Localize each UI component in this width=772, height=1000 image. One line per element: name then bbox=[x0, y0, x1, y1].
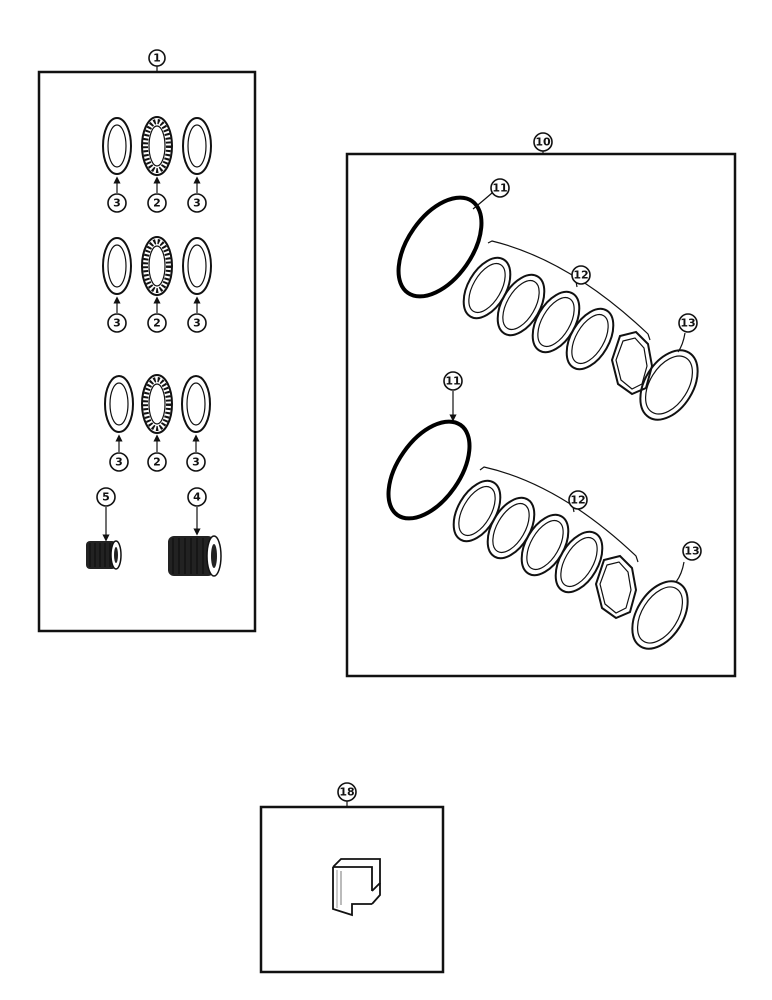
callout-2: 2 bbox=[147, 452, 167, 472]
svg-text:12: 12 bbox=[573, 269, 588, 282]
callout-3: 3 bbox=[187, 313, 207, 333]
thrust-washer bbox=[182, 237, 212, 295]
seal-ring bbox=[565, 307, 615, 371]
svg-text:3: 3 bbox=[193, 197, 201, 210]
svg-text:4: 4 bbox=[193, 491, 201, 504]
kit-18: 18 bbox=[259, 782, 445, 974]
callout-3: 3 bbox=[187, 193, 207, 213]
snap-ring bbox=[639, 349, 699, 421]
seal-ring bbox=[554, 530, 604, 594]
thrust-bearing bbox=[141, 374, 173, 434]
svg-text:3: 3 bbox=[113, 317, 121, 330]
svg-text:11: 11 bbox=[492, 182, 507, 195]
kit-18-box bbox=[259, 805, 445, 974]
kit-18-callout: 18 bbox=[337, 782, 357, 802]
thrust-bearing bbox=[141, 116, 173, 176]
thrust-washer bbox=[181, 375, 211, 433]
callout-2: 2 bbox=[147, 193, 167, 213]
kit-18-label: 18 bbox=[339, 786, 354, 799]
o-ring bbox=[386, 419, 472, 521]
svg-text:13: 13 bbox=[680, 317, 695, 330]
callout-3: 3 bbox=[186, 452, 206, 472]
callout-3: 3 bbox=[109, 452, 129, 472]
kit-10-label: 10 bbox=[535, 136, 551, 149]
washer-bearing-row-1: 3 2 3 bbox=[102, 116, 212, 213]
svg-text:3: 3 bbox=[192, 456, 200, 469]
callout-3: 3 bbox=[107, 193, 127, 213]
callout-12: 12 bbox=[568, 490, 588, 510]
washer-bearing-row-3: 3 2 3 bbox=[104, 374, 211, 472]
svg-text:11: 11 bbox=[445, 375, 460, 388]
callout-13: 13 bbox=[682, 541, 702, 561]
kit-1-callout: 1 bbox=[148, 49, 166, 67]
callout-11: 11 bbox=[443, 371, 463, 391]
callout-11: 11 bbox=[490, 178, 510, 198]
svg-text:12: 12 bbox=[570, 494, 585, 507]
svg-text:3: 3 bbox=[193, 317, 201, 330]
kit-1: 1 3 bbox=[37, 49, 257, 633]
seal-set-upper: 11 bbox=[396, 178, 699, 421]
callout-3: 3 bbox=[107, 313, 127, 333]
o-ring bbox=[396, 195, 484, 299]
svg-text:3: 3 bbox=[115, 456, 123, 469]
kit-10: 10 11 bbox=[345, 132, 737, 678]
kit-10-callout: 10 bbox=[533, 132, 553, 152]
callout-2: 2 bbox=[147, 313, 167, 333]
seal-set-lower: 11 bbox=[386, 371, 702, 650]
kit-1-label: 1 bbox=[153, 52, 161, 65]
callout-12: 12 bbox=[571, 265, 591, 285]
callout-5: 5 bbox=[96, 487, 116, 507]
thrust-washer bbox=[102, 117, 132, 175]
svg-text:2: 2 bbox=[153, 456, 161, 469]
thrust-bearing bbox=[141, 236, 173, 296]
callout-4: 4 bbox=[187, 487, 207, 507]
bracket-clip bbox=[332, 858, 381, 917]
seal-ring-octagon bbox=[610, 330, 654, 396]
thrust-washer bbox=[182, 117, 212, 175]
kit-1-box bbox=[37, 70, 257, 633]
needle-bearing-small: 5 bbox=[86, 487, 122, 570]
svg-text:5: 5 bbox=[102, 491, 110, 504]
thrust-washer bbox=[102, 237, 132, 295]
callout-13: 13 bbox=[678, 313, 698, 333]
svg-text:13: 13 bbox=[684, 545, 699, 558]
seal-ring-octagon bbox=[594, 554, 638, 620]
snap-ring bbox=[631, 580, 689, 650]
svg-text:2: 2 bbox=[153, 197, 161, 210]
needle-bearing-large: 4 bbox=[168, 487, 222, 577]
washer-bearing-row-2: 3 2 3 bbox=[102, 236, 212, 333]
kit-10-box bbox=[345, 152, 737, 678]
svg-text:3: 3 bbox=[113, 197, 121, 210]
svg-text:2: 2 bbox=[153, 317, 161, 330]
thrust-washer bbox=[104, 375, 134, 433]
